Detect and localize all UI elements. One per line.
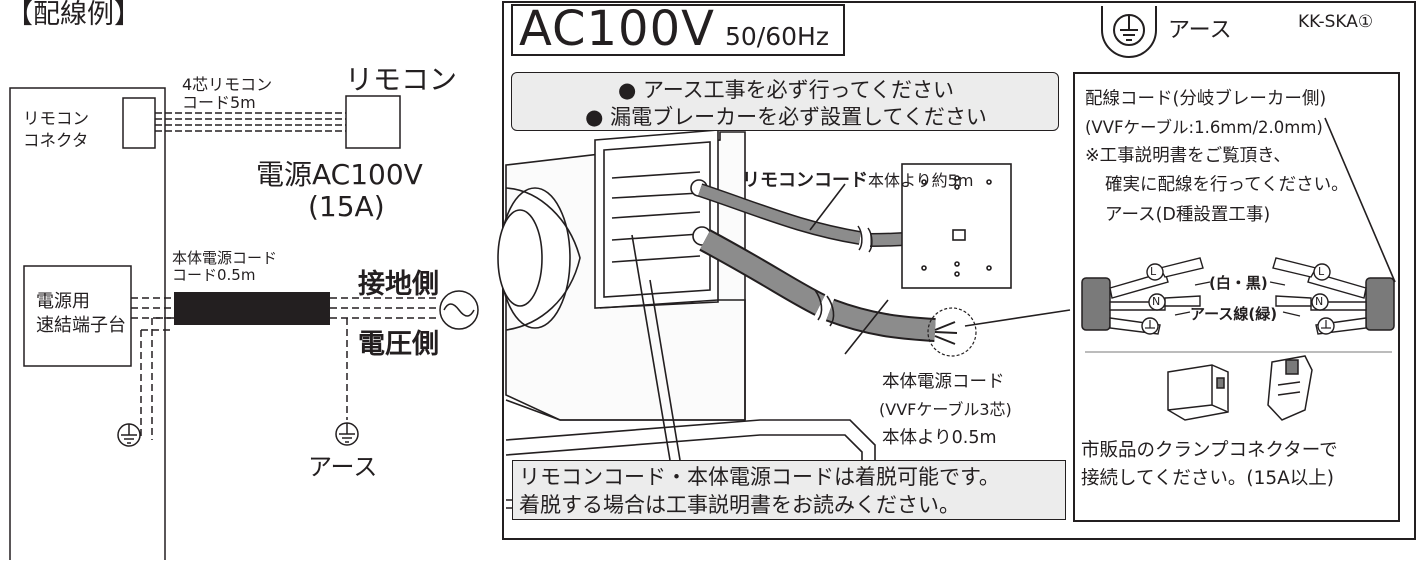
power-label: 電源AC100V bbox=[256, 158, 423, 191]
ground-side-label: 接地側 bbox=[358, 269, 439, 300]
power-amp-label: (15A) bbox=[308, 190, 385, 223]
remote-connector-label: リモコン コネクタ bbox=[23, 109, 89, 150]
earth-label: アース bbox=[308, 453, 378, 481]
section-title: 【配線例】 bbox=[6, 0, 141, 30]
clamp-note-line-2: 接続してください。(15A以上) bbox=[1081, 468, 1335, 489]
warning-line-2: ● 漏電ブレーカーを必ず設置してください bbox=[585, 105, 987, 129]
remote-connector-box bbox=[122, 97, 156, 149]
remote-cable-label: 4芯リモコン コード5m bbox=[182, 75, 273, 112]
wiring-line-5: アース(D種設置工事) bbox=[1105, 205, 1271, 225]
wiring-detail bbox=[1081, 257, 1395, 421]
remote-cable bbox=[155, 112, 346, 132]
earth-ground-icon bbox=[335, 422, 359, 446]
terminal-wires bbox=[131, 297, 174, 440]
ac-title-sub: 50/60Hz bbox=[724, 22, 829, 51]
clamp-note-line-1: 市販品のクランプコネクターで bbox=[1081, 440, 1338, 461]
warning-line-1: ● アース工事を必ず行ってください bbox=[617, 78, 954, 102]
wiring-line-1: 配線コード(分岐ブレーカー側) bbox=[1085, 89, 1327, 109]
warning-box: ● アース工事を必ず行ってください ● 漏電ブレーカーを必ず設置してください bbox=[511, 72, 1059, 131]
bottom-notice-box: リモコンコード・本体電源コードは着脱可能です。 着脱する場合は工事説明書をお読み… bbox=[512, 460, 1066, 520]
terminal-block-box bbox=[23, 265, 132, 367]
body-cord-label: 本体電源コード コード0.5m bbox=[172, 249, 278, 284]
remote-controller-box bbox=[345, 95, 401, 149]
remote-cord-label-bold: リモコンコード bbox=[742, 170, 868, 191]
terminal-n-right: N bbox=[1315, 295, 1324, 308]
remote-cord-label: リモコンコード本体より約5m bbox=[742, 166, 973, 192]
bottom-notice-line-1: リモコンコード・本体電源コードは着脱可能です。 bbox=[519, 465, 1000, 489]
model-code: KK-SKA① bbox=[1298, 12, 1374, 32]
wire-earth-label: アース線(緑) bbox=[1190, 305, 1278, 323]
remote-label: リモコン bbox=[345, 63, 458, 96]
earth-ground-icon bbox=[117, 423, 141, 447]
left-wiring-example bbox=[9, 87, 479, 560]
terminal-n-left: N bbox=[1152, 295, 1161, 308]
voltage-side-label: 電圧側 bbox=[358, 329, 439, 360]
wiring-line-4: 確実に配線を行ってください。 bbox=[1105, 175, 1349, 195]
wiring-line-3: ※工事説明書をご覧頂き、 bbox=[1085, 146, 1291, 166]
body-power-cord-label-2: (VVFケーブル3芯) bbox=[879, 400, 1012, 419]
terminal-l-right: L bbox=[1318, 265, 1325, 278]
remote-cord-label-rest: 本体より約5m bbox=[868, 171, 974, 190]
unit-outline bbox=[9, 87, 166, 560]
right-panel bbox=[497, 1, 1416, 540]
wiring-box bbox=[1073, 72, 1400, 522]
ac-wave-icon bbox=[439, 290, 479, 330]
ac-title-main: AC100V bbox=[519, 1, 715, 57]
ac-title: AC100V 50/60Hz bbox=[511, 4, 845, 56]
power-cord-block bbox=[174, 292, 330, 325]
cord-out-wires bbox=[330, 297, 440, 420]
body-power-cord-illustration bbox=[699, 229, 977, 357]
body-power-cord-label-3: 本体より0.5m bbox=[882, 428, 997, 448]
clamp-connector-icon bbox=[1267, 355, 1313, 421]
wiring-line-2: (VVFケーブル:1.6mm/2.0mm) bbox=[1085, 118, 1323, 137]
terminal-l-left: L bbox=[1150, 265, 1157, 278]
clamp-connector-icon bbox=[1167, 364, 1229, 421]
earth-ground-icon bbox=[1101, 6, 1157, 58]
wire-white-black-label: (白・黒) bbox=[1209, 274, 1268, 292]
earth-top-label: アース bbox=[1168, 18, 1232, 43]
remote-plate-illustration bbox=[901, 163, 1012, 289]
terminal-block-label: 電源用 速結端子台 bbox=[36, 291, 126, 336]
leader-lines bbox=[631, 117, 1396, 461]
body-power-cord-label-1: 本体電源コード bbox=[882, 372, 1005, 392]
bottom-notice-line-2: 着脱する場合は工事説明書をお読みください。 bbox=[519, 493, 960, 517]
